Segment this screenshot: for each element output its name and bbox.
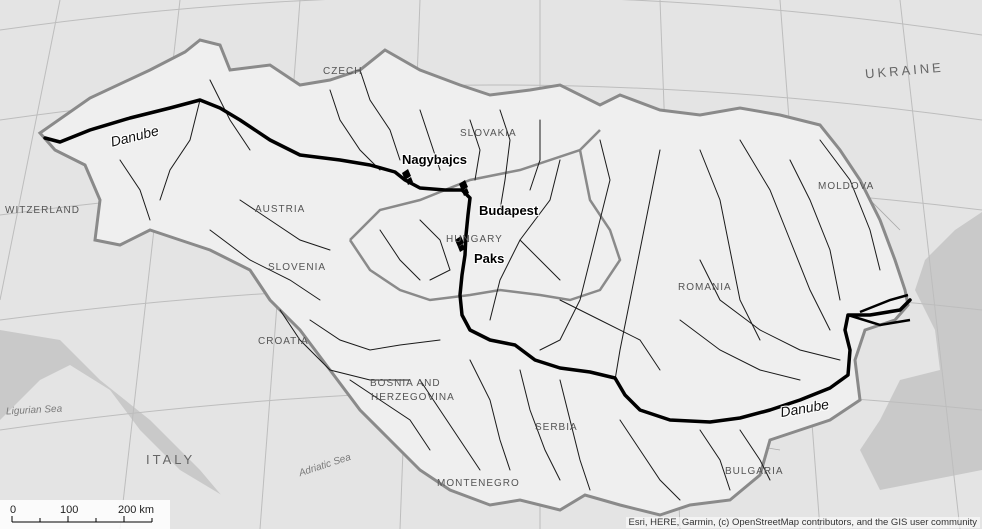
city-label-budapest[interactable]: Budapest [479,203,539,218]
tributaries [119,69,881,501]
label-bulgaria: BULGARIA [725,466,784,477]
label-czech: CZECH [323,66,363,77]
scale-bar: 0 100 200 km [0,500,170,529]
danube-delta [847,293,911,327]
city-markers [402,169,469,252]
dam-icon [402,169,413,185]
label-romania: ROMANIA [678,282,732,293]
dam-icon [459,180,469,196]
label-moldova: MOLDOVA [818,181,875,192]
italy-landmass [0,365,260,529]
map-attribution: Esri, HERE, Garmin, (c) OpenStreetMap co… [625,517,980,528]
city-label-nagybajcs[interactable]: Nagybajcs [402,152,468,167]
label-hungary: HUNGARY [446,234,503,245]
scale-bar-graphic [11,516,153,523]
label-slovenia: SLOVENIA [268,262,327,273]
label-italy: ITALY [146,452,196,467]
label-montenegro: MONTENEGRO [437,478,520,489]
scale-label-200: 200 km [118,504,155,516]
label-slovakia: SLOVAKIA [460,128,517,139]
sub-basin-border [348,129,622,302]
scale-label-100: 100 [60,504,79,516]
label-austria: AUSTRIA [255,204,306,215]
city-label-paks[interactable]: Paks [474,251,505,266]
balkan-coast [150,300,420,529]
label-serbia: SERBIA [535,422,578,433]
danube-river [43,98,912,424]
scale-label-0: 0 [10,504,17,516]
dam-icon [455,236,465,252]
label-croatia: CROATIA [258,336,309,347]
label-bosnia-line1: BOSNIA AND [370,378,441,389]
label-bosnia-line2: HERZEGOVINA [371,392,455,403]
label-switzerland: WITZERLAND [5,205,80,216]
